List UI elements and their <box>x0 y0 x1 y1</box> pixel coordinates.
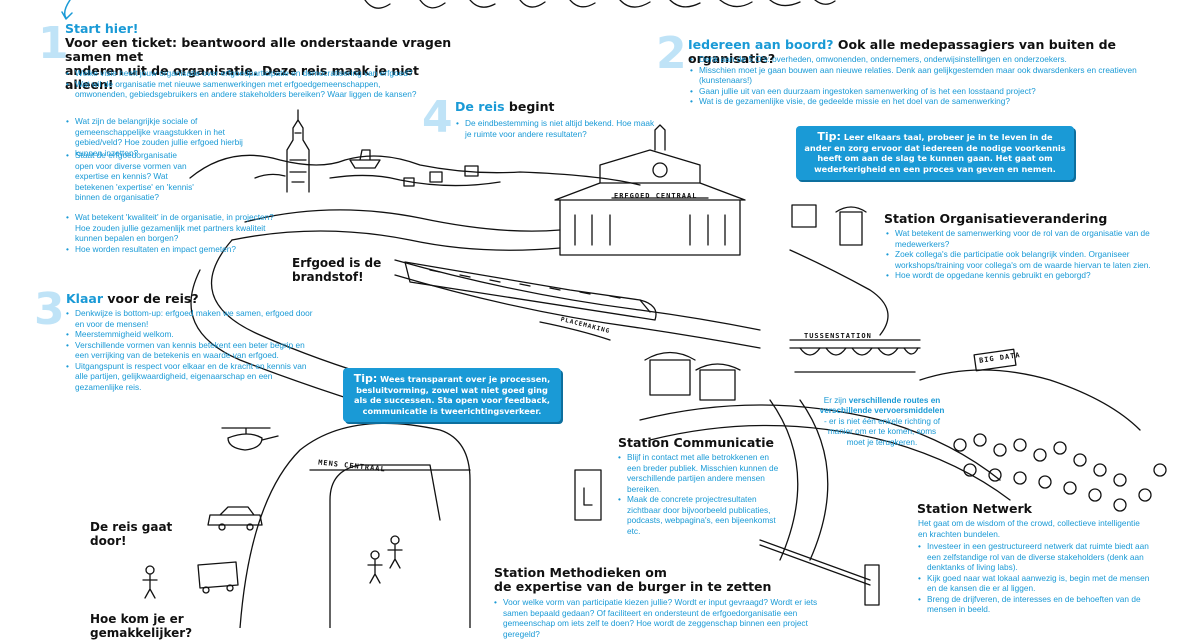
list-item: Wat betekent 'kwaliteit' in de organisat… <box>66 212 281 244</box>
routes-note-bold: verschillende routes en verschillende ve… <box>819 396 945 416</box>
section4-heading-rest: begint <box>504 99 555 114</box>
section1-heading-line1: Voor een ticket: beantwoord alle onderst… <box>65 35 452 64</box>
list-item: Wat is de gezamenlijke visie, de gedeeld… <box>690 96 1160 107</box>
sign-erfgoed-centraal: ERFGOED CENTRAAL <box>614 192 698 200</box>
station-org-bullets: Wat betekent de samenwerking voor de rol… <box>886 228 1171 281</box>
section3-bullets: Denkwijze is bottom-up: erfgoed maken we… <box>66 308 316 392</box>
list-item: Breng de drijfveren, de interesses en de… <box>918 594 1150 615</box>
step-number-1: 1 <box>38 18 69 69</box>
station-meth-title: Station Methodieken om de expertise van … <box>494 566 824 594</box>
bus-icon <box>197 561 239 594</box>
tip-mid-text: Wees transparant over je processen, besl… <box>353 374 551 416</box>
viaduct-drawing <box>789 339 921 373</box>
section2-bullets: Denk aan de 5 O's: overheden, omwonenden… <box>690 54 1160 107</box>
section2-heading-blue: Iedereen aan boord? <box>688 37 834 52</box>
list-item: Welke visie heeft jouw organisatie over … <box>66 68 421 79</box>
list-item: Wat wil de organisatie met nieuwe samenw… <box>66 79 421 100</box>
tip-top-text: Leer elkaars taal, probeer je in te leve… <box>804 132 1066 174</box>
label-brandstof: Erfgoed is de brandstof! <box>292 256 382 284</box>
sign-tussenstation: TUSSENSTATION <box>804 332 872 340</box>
section3-heading-blue: Klaar <box>66 291 104 306</box>
step-number-2: 2 <box>656 28 687 79</box>
list-item: Verschillende vormen van kennis betekent… <box>66 340 316 361</box>
tip-top-label: Tip: <box>817 130 841 143</box>
routes-note-post: - er is niet één enkele richting of mani… <box>823 416 941 447</box>
barrier-drawing <box>759 539 880 606</box>
list-item: Hoe wordt de opgedane kennis gebruikt en… <box>886 270 1171 281</box>
list-item: Voor welke vorm van participatie kiezen … <box>494 597 844 639</box>
section4-heading: De reis begint <box>455 100 655 114</box>
list-item: Denk aan de 5 O's: overheden, omwonenden… <box>690 54 1160 65</box>
list-item: Wat betekent de samenwerking voor de rol… <box>886 228 1171 249</box>
station-meth-bullets: Voor welke vorm van participatie kiezen … <box>494 597 844 639</box>
list-item: Maak de concrete projectresultaten zicht… <box>618 494 780 536</box>
list-item: Investeer in een gestructureerd netwerk … <box>918 541 1150 573</box>
section4-bullets: De eindbestemming is niet altijd bekend.… <box>456 118 656 139</box>
tip-mid-label: Tip: <box>353 372 378 385</box>
station-net-title: Station Netwerk <box>917 501 1032 516</box>
list-item: Denkwijze is bottom-up: erfgoed maken we… <box>66 308 316 329</box>
station-org-title: Station Organisatieverandering <box>884 211 1108 226</box>
section4-heading-blue: De reis <box>455 99 505 114</box>
station-meth-title-line1: Station Methodieken om <box>494 565 667 580</box>
station-comm-bullets: Blijf in contact met alle betrokkenen en… <box>618 452 780 536</box>
station-meth-title-line2: de expertise van de burger in te zetten <box>494 579 772 594</box>
arrow-icon <box>61 0 73 20</box>
list-item: Blijf in contact met alle betrokkenen en… <box>618 452 780 494</box>
section1-bullets-d: Wat betekent 'kwaliteit' in de organisat… <box>66 212 281 254</box>
routes-note-pre: Er zijn <box>823 396 849 405</box>
tunnel-drawing <box>239 422 471 628</box>
car-icon <box>207 506 263 531</box>
tip-top: Tip: Leer elkaars taal, probeer je in te… <box>796 126 1074 181</box>
section3-heading: Klaar voor de reis? <box>66 292 266 306</box>
train-drawing <box>404 261 657 321</box>
step-number-4: 4 <box>422 92 453 143</box>
list-item: Gaan jullie uit van een duurzaam ingesto… <box>690 86 1160 97</box>
list-item: Zoek collega's die participatie ook bela… <box>886 249 1171 270</box>
step-number-3: 3 <box>34 284 65 335</box>
section1-bullets: Welke visie heeft jouw organisatie over … <box>66 68 421 100</box>
list-item: Kijk goed naar wat lokaal aanwezig is, b… <box>918 573 1150 594</box>
list-item: Misschien moet je gaan bouwen aan nieuwe… <box>690 65 1160 86</box>
label-makkelijker: Hoe kom je er gemakkelijker? <box>90 612 193 640</box>
tip-mid: Tip: Wees transparant over je processen,… <box>343 368 561 423</box>
routes-note: Er zijn verschillende routes en verschil… <box>818 396 946 448</box>
start-kicker: Start hier! <box>65 21 139 36</box>
tower-drawing <box>286 109 310 193</box>
station-net-intro: Het gaat om de wisdom of the crowd, coll… <box>918 518 1140 539</box>
station-comm-title: Station Communicatie <box>618 435 774 450</box>
title-remnant <box>364 0 836 9</box>
list-item: Hoe worden resultaten en impact gemeten? <box>66 244 281 255</box>
station-building-drawing <box>554 124 746 256</box>
list-item: Meerstemmigheid welkom. <box>66 329 316 340</box>
crowd-drawing <box>953 433 1167 512</box>
station-net-bullets: Investeer in een gestructureerd netwerk … <box>918 541 1150 615</box>
list-item: De eindbestemming is niet altijd bekend.… <box>456 118 656 139</box>
section3-heading-rest: voor de reis? <box>103 291 199 306</box>
list-item: Staat de erfgoedorganisatie open voor di… <box>66 150 196 203</box>
list-item: Uitgangspunt is respect voor elkaar en d… <box>66 361 316 393</box>
section1-bullets-c: Staat de erfgoedorganisatie open voor di… <box>66 150 196 203</box>
label-reis-door: De reis gaat door! <box>90 520 173 548</box>
helicopter-icon <box>221 427 279 451</box>
